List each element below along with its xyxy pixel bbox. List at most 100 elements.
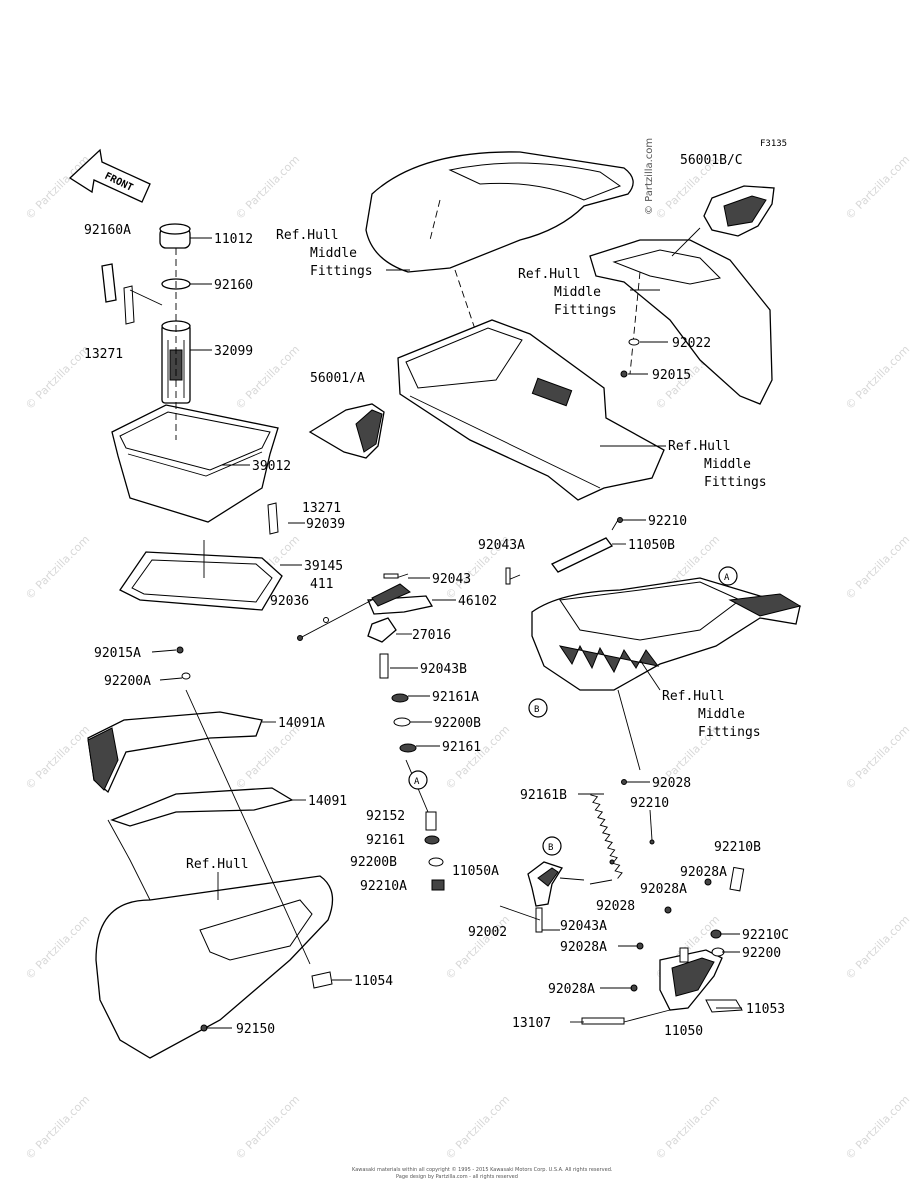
part-label: 11054 [354, 974, 393, 989]
bracket-11050B [505, 517, 623, 585]
washer-92022 [628, 338, 640, 346]
part-label: 92002 [468, 925, 507, 940]
watermark: © Partzilla.com [843, 723, 912, 792]
cover-14091 [110, 787, 294, 827]
part-label: 92015 [652, 368, 691, 383]
part-label: 11050 [664, 1024, 703, 1039]
ref-label: Middle [310, 246, 357, 261]
part-label: 92210 [648, 514, 687, 529]
knob-27016 [367, 617, 397, 643]
watermark: © Partzilla.com [23, 723, 92, 792]
bracket-13271 [123, 285, 135, 325]
part-label: 92028A [680, 865, 727, 880]
bolt-92043B [379, 653, 389, 679]
watermark: © Partzilla.com [23, 533, 92, 602]
part-label: 92039 [306, 517, 345, 532]
ref-label: Ref.Hull [276, 228, 339, 243]
ref-label: Middle [554, 285, 601, 300]
ref-label: Middle [704, 457, 751, 472]
front-hull [87, 646, 334, 1059]
bracket-13271-lower [267, 502, 279, 535]
part-label: 92028 [596, 899, 635, 914]
pad-11050 [581, 866, 745, 1025]
part-label: 92028A [640, 882, 687, 897]
marker-b: B [534, 705, 539, 715]
ref-label: Ref.Hull [662, 689, 725, 704]
part-label: 46102 [458, 594, 497, 609]
marker-a: A [414, 777, 420, 787]
watermark: © Partzilla.com [843, 153, 912, 222]
part-label: 92043 [432, 572, 471, 587]
reference-labels: Ref.Hull Middle Fittings Ref.Hull Middle… [186, 228, 767, 900]
part-label: 92150 [236, 1022, 275, 1037]
part-label: 92160 [214, 278, 253, 293]
stopper-assembly [297, 573, 445, 891]
collar-92152 [425, 811, 437, 831]
watermark-vertical: © Partzilla.com [644, 138, 655, 215]
spring-92161B [589, 779, 655, 885]
nut-92015 [620, 370, 628, 378]
part-label: 92210A [360, 879, 407, 894]
part-label: 11050B [628, 538, 675, 553]
part-label: 56001B/C [680, 153, 743, 168]
copyright-line-2: Page design by Partzilla.com - all right… [396, 1174, 518, 1180]
watermark: © Partzilla.com [23, 913, 92, 982]
part-label: 92200A [104, 674, 151, 689]
ref-label: Ref.Hull [668, 439, 731, 454]
part-label: 14091A [278, 716, 325, 731]
part-label: 92015A [94, 646, 141, 661]
watermark: © Partzilla.com [443, 1093, 512, 1162]
part-label: 11050A [452, 864, 499, 879]
ref-label: Fittings [310, 264, 373, 279]
part-label: 39012 [252, 459, 291, 474]
part-label: 92028 [652, 776, 691, 791]
lower-hull [531, 577, 802, 771]
part-label: 92022 [672, 336, 711, 351]
part-label: 92210C [742, 928, 789, 943]
tab-92160A [101, 263, 117, 303]
watermark: © Partzilla.com [443, 913, 512, 982]
watermark: © Partzilla.com [843, 533, 912, 602]
marker-b: B [548, 843, 553, 853]
part-labels: 92160A 11012 92160 13271 32099 56001/A 3… [84, 153, 789, 1039]
part-label: 92161B [520, 788, 567, 803]
part-label: 92043A [478, 538, 525, 553]
plate-11054 [311, 971, 333, 989]
part-label: 92152 [366, 809, 405, 824]
part-label: 92210 [630, 796, 669, 811]
part-label: 92161 [442, 740, 481, 755]
watermark: © Partzilla.com [653, 1093, 722, 1162]
watermark: © Partzilla.com [843, 343, 912, 412]
figure-code: F3135 [760, 139, 787, 149]
watermark: © Partzilla.com [443, 723, 512, 792]
washer-92200B [393, 717, 411, 727]
part-label: 92043A [560, 919, 607, 934]
watermark: © Partzilla.com [23, 1093, 92, 1162]
watermark: © Partzilla.com [23, 343, 92, 412]
part-label: 92200 [742, 946, 781, 961]
part-label: 32099 [214, 344, 253, 359]
part-label: 411 [310, 577, 333, 592]
part-label: 56001/A [310, 371, 365, 386]
leader-lines [151, 237, 742, 1029]
part-label: 92043B [420, 662, 467, 677]
part-label: 92210B [714, 840, 761, 855]
ref-label: Fittings [554, 303, 617, 318]
part-label: 11012 [214, 232, 253, 247]
part-label: 92036 [270, 594, 309, 609]
marker-a: A [724, 573, 730, 583]
circle-markers: A B A B [408, 566, 738, 856]
part-label: 92160A [84, 223, 131, 238]
part-label: 13271 [84, 347, 123, 362]
plate-11053 [705, 999, 743, 1013]
collar-92210B [729, 866, 745, 892]
ref-label: Middle [698, 707, 745, 722]
storage-bin-group [101, 223, 305, 611]
washer-92161A [391, 693, 409, 703]
part-label: 13271 [302, 501, 341, 516]
part-label: 92161A [432, 690, 479, 705]
fairing-right [589, 185, 775, 405]
part-label: 92028A [560, 940, 607, 955]
ref-label: Ref.Hull [186, 857, 249, 872]
